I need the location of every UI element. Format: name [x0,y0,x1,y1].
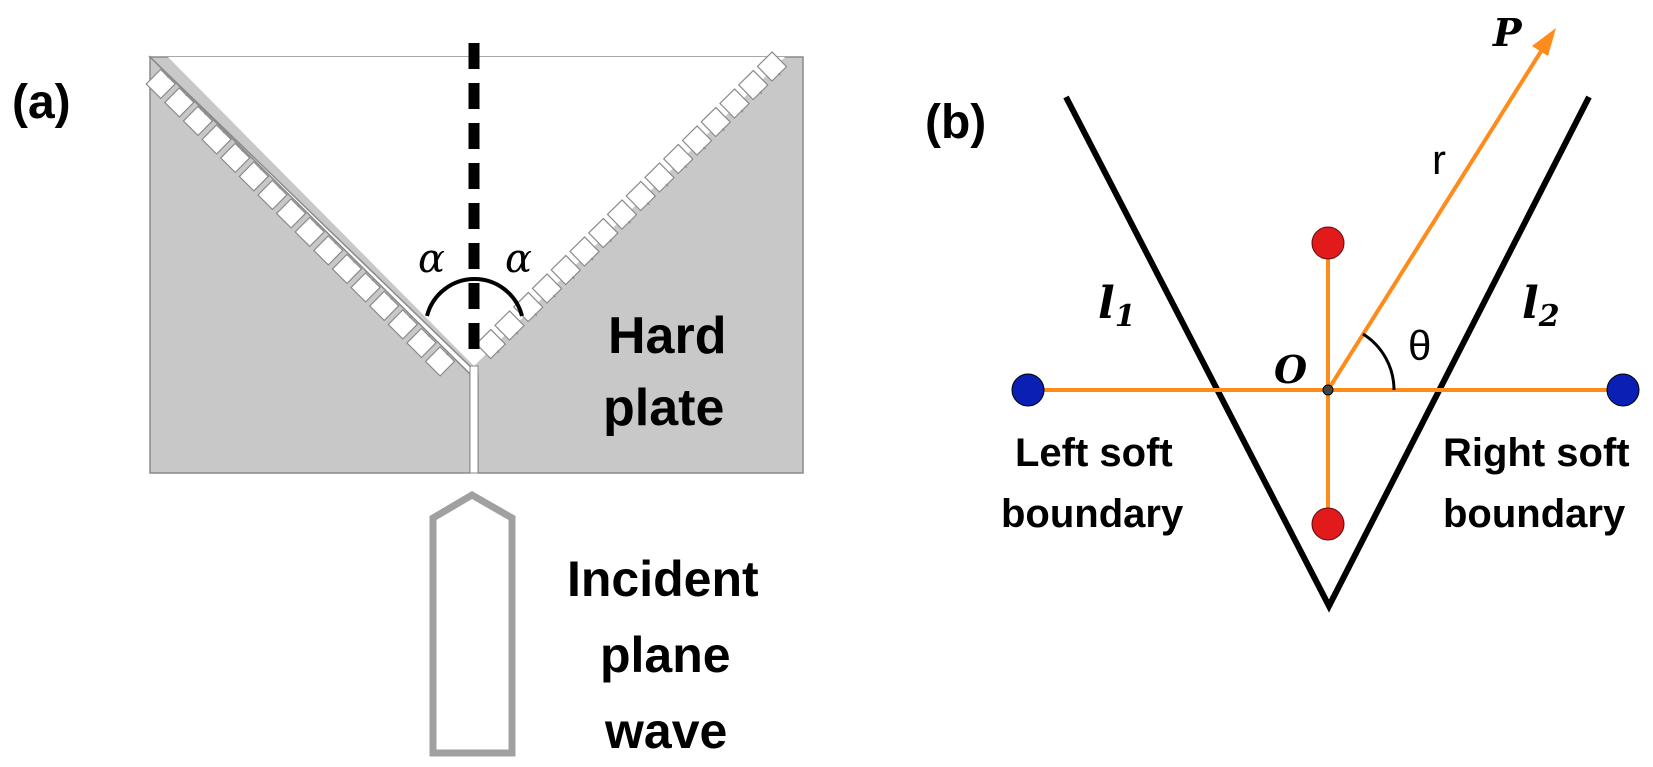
corrugation-cell [644,162,675,193]
radius-line [1326,43,1547,392]
line-l1-subscript: 1 [1115,299,1136,334]
corrugation-cell [719,88,750,119]
corrugation-cell [145,68,177,100]
corrugation-cell [331,253,363,285]
theta-arc [1362,332,1396,391]
origin-point [1322,384,1334,396]
center-slot [469,365,479,474]
incident-label-line2: plane [600,627,731,683]
corrugation-cell [406,327,437,359]
corrugation-cell [219,142,251,174]
line-l2-subscript: 2 [1538,299,1560,334]
panel-a-label: (a) [12,76,71,129]
blue-dot-left [1011,373,1045,407]
hard-plate-label-line1: Hard [608,307,726,365]
corrugation-cell [494,310,525,341]
incident-label-line3: wave [604,703,727,759]
corrugation-cell [550,254,582,286]
left-corrugation [145,68,456,377]
left-soft-label-line1: Left soft [1015,431,1173,475]
right-corrugation [475,51,788,360]
line-l1-main: l [1098,278,1115,329]
hard-plate-label-line2: plate [603,379,724,437]
corrugation-cell [257,179,288,211]
red-dot-top [1311,226,1345,260]
right-soft-label-line2: boundary [1443,492,1626,536]
corrugation-cell [387,309,419,340]
radius-label: r [1432,136,1446,183]
right-soft-label-line1: Right soft [1443,431,1630,475]
radius-arrowhead [1532,28,1556,56]
corrugation-cell [756,51,788,82]
corrugation-cell [681,125,713,156]
v-boundary [1063,95,1592,613]
corrugation-cell [569,236,600,267]
corrugation-cell [201,124,232,155]
angle-arc [425,277,524,317]
alpha-right-label: α [505,236,532,282]
corrugation-cell [737,69,769,101]
corrugation-cell [238,161,270,192]
alpha-left-label: α [418,236,445,282]
corrugation-cell [531,273,563,304]
corrugation-cell [424,346,456,377]
line-l2-label: l2 [1522,278,1560,334]
corrugation-cell [368,290,400,322]
corrugation-cell [312,235,344,266]
corrugation-cell [606,199,638,230]
corrugation-cell [587,217,619,249]
red-dot-bottom [1311,507,1345,541]
blue-dot-right [1606,373,1640,407]
left-soft-label-line2: boundary [1001,492,1184,536]
panel-b-label: (b) [925,96,986,149]
theta-label: θ [1408,322,1431,369]
origin-label: O [1274,347,1307,392]
point-p-label: P [1492,10,1523,55]
corrugation-cell [163,87,195,118]
corrugation-cell [294,216,326,248]
incident-label-line1: Incident [567,551,759,607]
incident-wave-arrow [429,490,516,757]
corrugation-cell [625,180,657,212]
line-l1-label: l1 [1098,278,1136,334]
line-l2-main: l [1522,278,1539,329]
corrugation-cell [182,105,214,137]
corrugation-cell [275,198,307,229]
corrugation-cell [700,106,732,138]
corrugation-cell [662,143,694,175]
corrugation-cell [475,328,507,360]
panel-b: (b) P r θ O l1 l2 Left soft boundary Rig… [925,10,1640,613]
corrugation-cell [350,272,381,303]
panel-a: (a) α α Hard plate Incident plane wave [12,43,804,759]
